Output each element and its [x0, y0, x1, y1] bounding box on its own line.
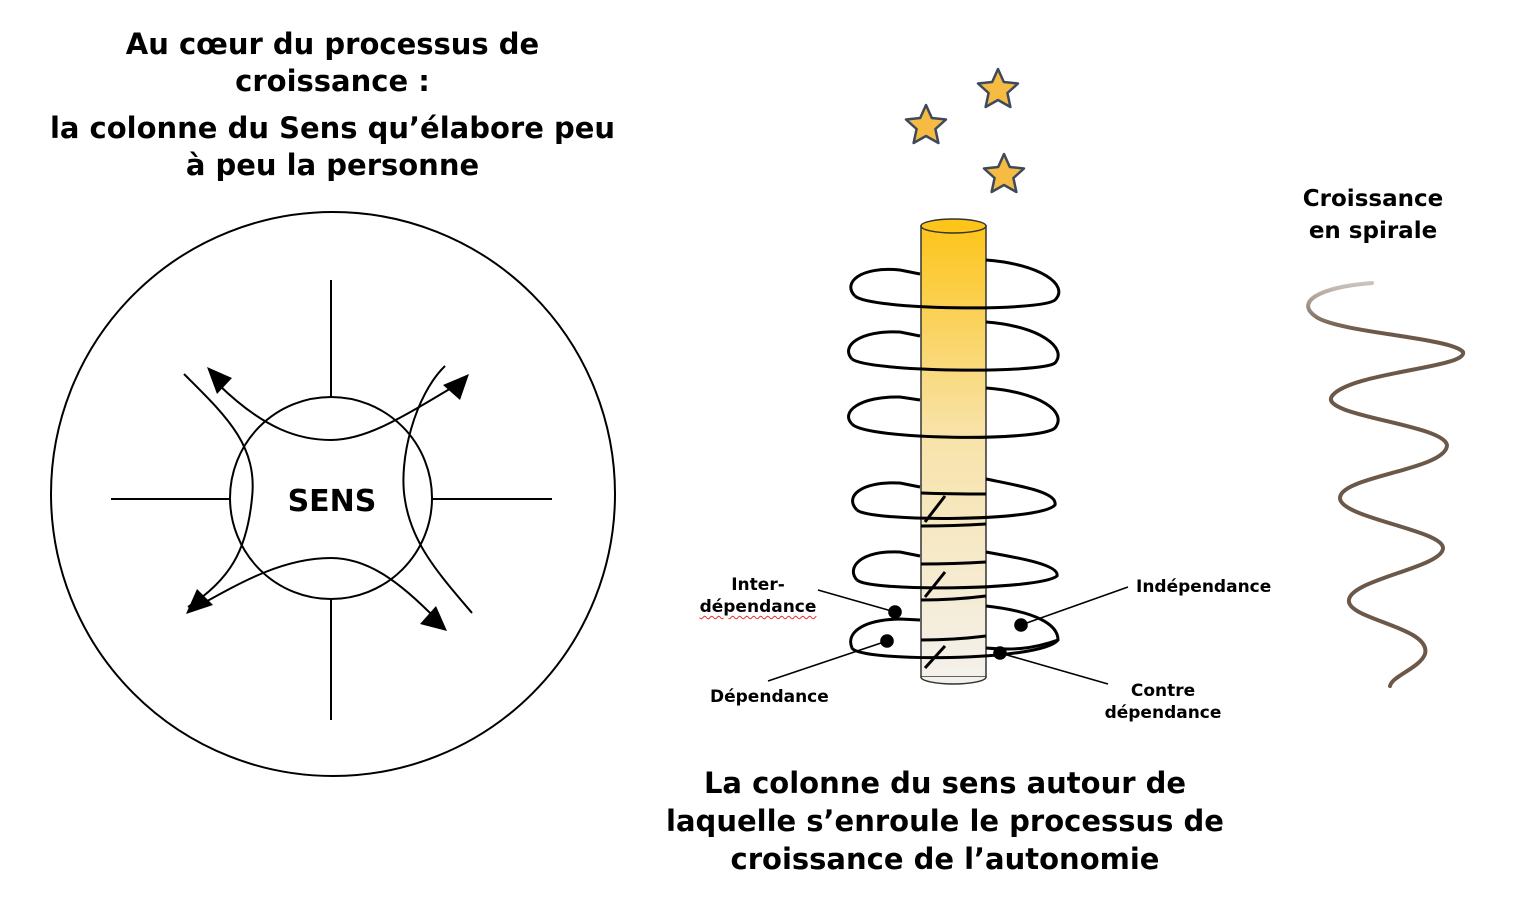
growth-spiral	[1306, 281, 1465, 688]
stars	[904, 67, 1026, 194]
arrowhead-top-left	[207, 367, 232, 394]
curve-top	[217, 383, 459, 442]
spiral-rings-back	[847, 267, 921, 649]
label-independance: Indépendance	[1136, 577, 1272, 597]
label-contredependance: Contre dépendance	[1090, 680, 1236, 724]
column-caption: La colonne du sens autour de laquelle s’…	[666, 766, 1224, 876]
pointer-independance	[1020, 586, 1129, 626]
spiral-rings-front	[850, 258, 1061, 670]
pointer-interdependance	[817, 589, 896, 613]
left-title-line2: la colonne du Sens qu’élabore peu à peu …	[49, 111, 616, 182]
star-icon	[904, 103, 948, 145]
arrowhead-top-right	[443, 374, 469, 400]
left-title: Au cœur du processus de croissance : la …	[40, 26, 625, 184]
left-title-line1: Au cœur du processus de croissance :	[125, 27, 540, 98]
label-pointers	[767, 586, 1129, 685]
arrowhead-bottom-left	[186, 589, 213, 614]
label-contredependance-line2: dépendance	[1104, 703, 1222, 723]
pointer-dependance	[767, 640, 888, 682]
sens-arrowheads	[186, 367, 469, 631]
label-interdependance: Inter- dépendance	[690, 574, 826, 618]
arrowhead-bottom-right	[420, 606, 447, 631]
sens-column	[920, 218, 987, 685]
curve-bottom	[199, 556, 438, 621]
spiral-title-line2: en spirale	[1308, 218, 1438, 244]
spiral-title-line1: Croissance	[1302, 186, 1444, 212]
outer-circle	[50, 211, 616, 777]
star-icon	[982, 152, 1026, 194]
label-dependance: Dépendance	[710, 687, 829, 707]
curve-right	[402, 365, 473, 614]
label-interdependance-line1: Inter-	[731, 575, 785, 595]
label-contredependance-line1: Contre	[1130, 681, 1196, 701]
spiral-title: Croissance en spirale	[1270, 183, 1476, 247]
star-icon	[976, 67, 1020, 109]
sens-label: SENS	[287, 484, 377, 519]
sens-diagram	[50, 211, 616, 777]
pointer-contredependance	[999, 652, 1109, 685]
curve-left	[183, 373, 254, 608]
label-interdependance-line2: dépendance	[699, 597, 817, 617]
